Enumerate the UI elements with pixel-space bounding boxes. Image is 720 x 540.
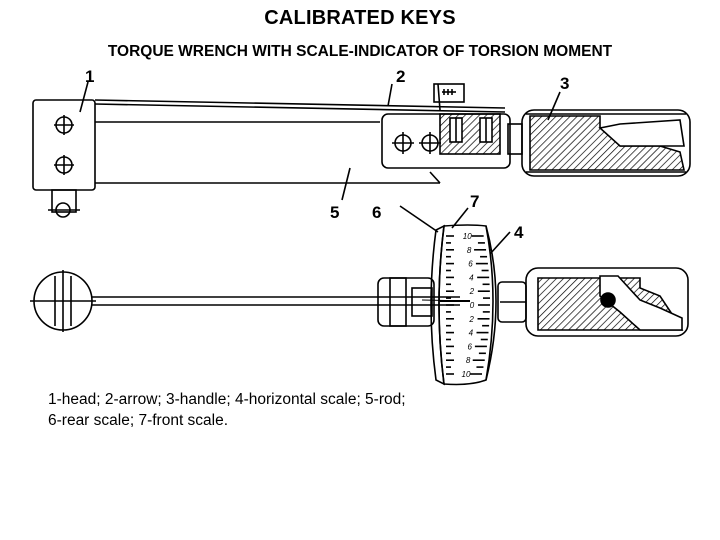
scale-label: 10 bbox=[462, 370, 471, 379]
head-bottom bbox=[30, 270, 96, 332]
rod-bottom bbox=[92, 296, 460, 306]
scale-label: 4 bbox=[469, 329, 474, 338]
scale-label: 2 bbox=[468, 315, 474, 324]
coupling-top bbox=[381, 113, 523, 169]
bottom-view: 10 8 6 4 2 0 2 4 6 8 10 bbox=[30, 205, 689, 386]
handle-top bbox=[521, 109, 691, 177]
head-top bbox=[32, 99, 96, 218]
callout-2-arrow: 2 bbox=[396, 67, 406, 86]
clamp-bottom bbox=[377, 277, 435, 327]
coupling-bottom bbox=[497, 281, 527, 323]
callout-4-horizontal-scale: 4 bbox=[514, 223, 524, 242]
callout-7-front-scale: 7 bbox=[470, 192, 480, 211]
scale-label: 0 bbox=[470, 301, 475, 310]
rod-top bbox=[94, 99, 506, 184]
handle-bottom bbox=[525, 267, 689, 337]
scale-label: 2 bbox=[469, 287, 475, 296]
scale-label: 8 bbox=[467, 246, 472, 255]
top-view bbox=[32, 81, 691, 218]
caption-line-1: 1-head; 2-arrow; 3-handle; 4-horizontal … bbox=[48, 391, 406, 408]
scale-label: 4 bbox=[469, 273, 474, 282]
page-subtitle: TORQUE WRENCH WITH SCALE-INDICATOR OF TO… bbox=[107, 43, 613, 60]
page-title: CALIBRATED KEYS bbox=[264, 7, 456, 29]
scale-label: 6 bbox=[468, 260, 473, 269]
indicator-block-top bbox=[433, 83, 465, 111]
scale-label: 10 bbox=[463, 232, 472, 241]
scale-label: 6 bbox=[467, 342, 472, 351]
callout-6-rear-scale: 6 bbox=[372, 203, 382, 222]
callout-5-rod: 5 bbox=[330, 203, 340, 222]
callout-3-handle: 3 bbox=[560, 74, 570, 93]
scale-bottom: 10 8 6 4 2 0 2 4 6 8 10 bbox=[421, 224, 497, 386]
callout-1-head: 1 bbox=[85, 67, 95, 86]
caption-line-2: 6-rear scale; 7-front scale. bbox=[48, 412, 229, 429]
scale-label: 8 bbox=[466, 356, 471, 365]
scale-ticks: 10 8 6 4 2 0 2 4 6 8 10 bbox=[446, 232, 490, 379]
legend-caption: 1-head; 2-arrow; 3-handle; 4-horizontal … bbox=[48, 389, 518, 431]
